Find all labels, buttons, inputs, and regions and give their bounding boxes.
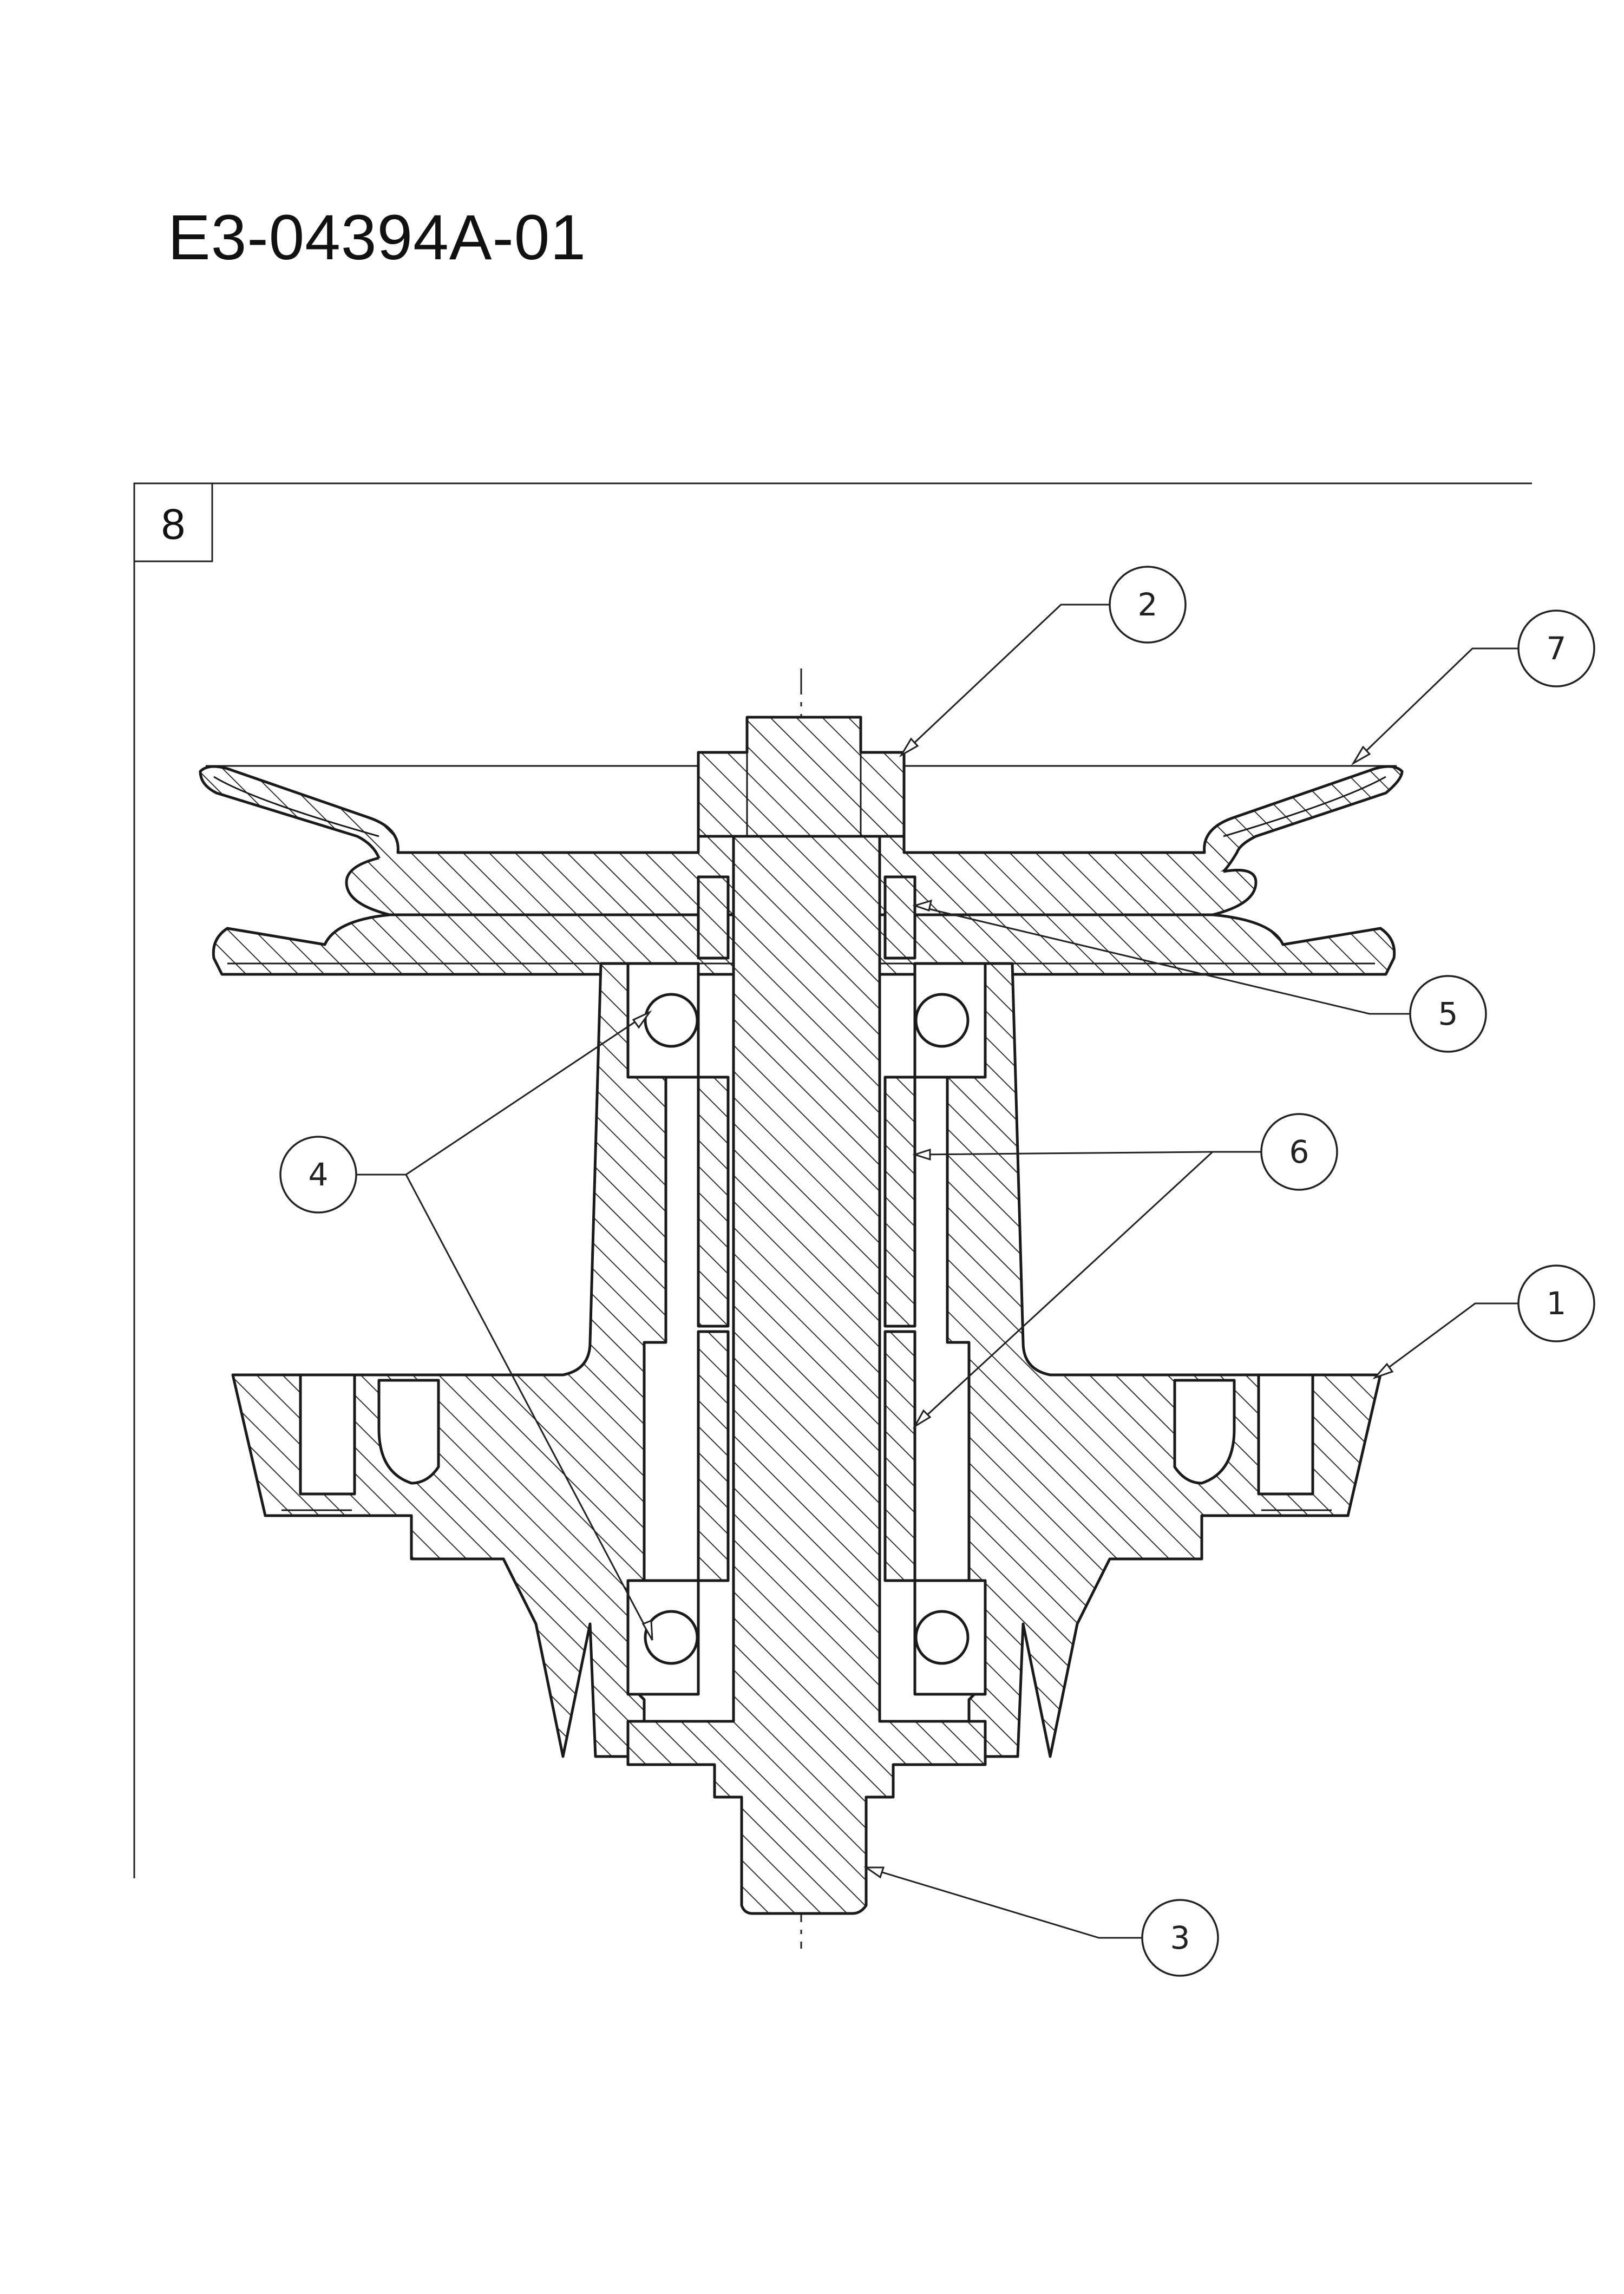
pulley-hub xyxy=(697,716,906,838)
sheet-number: 8 xyxy=(161,500,186,548)
bearings xyxy=(626,962,987,1696)
callout-6: 6 xyxy=(1260,1113,1338,1191)
leader-lines xyxy=(356,604,1518,1939)
callout-3: 3 xyxy=(1141,1899,1219,1977)
drawing-frame: 8 xyxy=(133,482,1532,1878)
callout-3-label: 3 xyxy=(1170,1919,1190,1956)
callout-2-label: 2 xyxy=(1138,586,1158,623)
callout-4-label: 4 xyxy=(309,1156,329,1193)
sheet-number-box xyxy=(133,482,213,562)
pulley-spacer xyxy=(697,875,916,960)
callout-1: 1 xyxy=(1517,1264,1595,1342)
callout-1-label: 1 xyxy=(1547,1285,1567,1322)
callout-2: 2 xyxy=(1109,566,1187,644)
callout-7-label: 7 xyxy=(1547,630,1567,667)
drawing-title: E3-04394A-01 xyxy=(168,202,587,273)
callout-7: 7 xyxy=(1517,609,1595,687)
callout-5: 5 xyxy=(1409,975,1487,1053)
callout-5-label: 5 xyxy=(1438,995,1458,1032)
callout-6-label: 6 xyxy=(1289,1133,1309,1170)
callout-4: 4 xyxy=(279,1136,357,1214)
spindle-shaft xyxy=(626,835,987,1915)
